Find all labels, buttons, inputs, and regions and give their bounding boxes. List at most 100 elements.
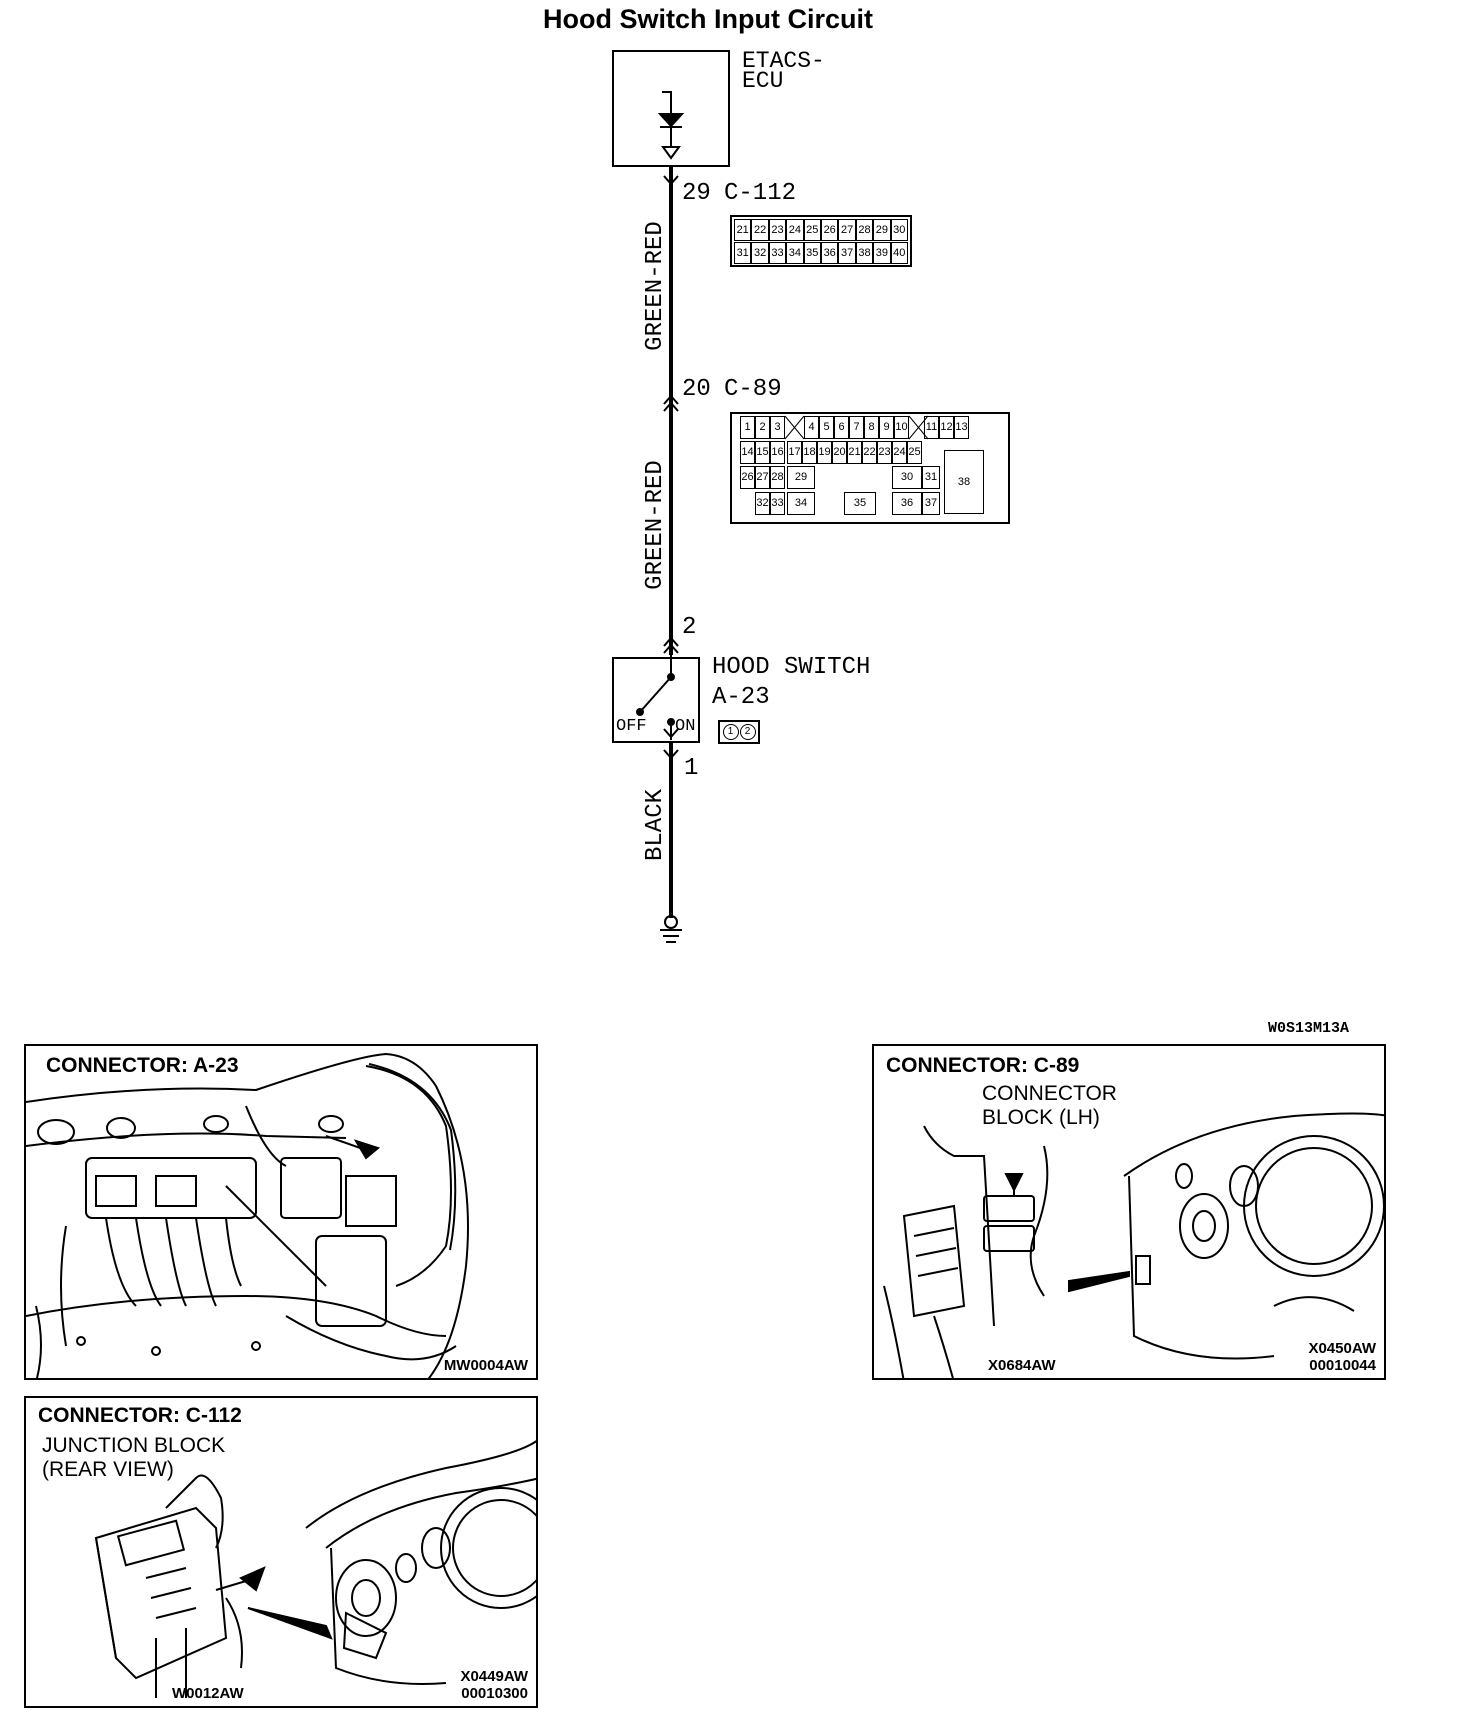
c89-pin: 16 xyxy=(770,441,785,464)
c89-pin: 8 xyxy=(864,416,879,439)
hood-switch-off-label: OFF xyxy=(616,717,647,736)
c112-pin: 40 xyxy=(890,242,908,264)
panel-c89-title: CONNECTOR: C-89 xyxy=(886,1054,1080,1077)
c89-pin: 13 xyxy=(954,416,969,439)
panel-c89-subtitle: CONNECTOR BLOCK (LH) xyxy=(982,1082,1117,1129)
c89-pin: 35 xyxy=(844,492,876,515)
c89-connector-name: C-89 xyxy=(724,376,782,403)
c89-pin: 33 xyxy=(770,492,785,515)
c89-empty-cavity-icon xyxy=(784,415,805,440)
hood-bottom-pin-number: 1 xyxy=(684,755,699,782)
c89-pin: 36 xyxy=(892,492,922,515)
c89-pin: 23 xyxy=(877,441,892,464)
c89-pin: 37 xyxy=(922,492,940,515)
a23-connector-face: 1 2 xyxy=(718,720,760,744)
diagram-title: Hood Switch Input Circuit xyxy=(543,4,873,34)
c112-connector-name: C-112 xyxy=(724,180,797,207)
c112-pin: 28 xyxy=(855,219,874,241)
c89-pin: 28 xyxy=(770,466,785,489)
c112-pin: 25 xyxy=(803,219,821,241)
panel-c89-code-left: X0684AW xyxy=(988,1357,1056,1374)
c89-pin: 7 xyxy=(849,416,864,439)
connector-mark-hood-top xyxy=(663,636,679,654)
connector-mark-c89 xyxy=(663,394,679,412)
c89-pin: 27 xyxy=(755,466,770,489)
panel-connector-c112: CONNECTOR: C-112 JUNCTION BLOCK (REAR VI… xyxy=(24,1396,538,1708)
connector-block-illustration xyxy=(883,1112,1384,1378)
c112-pin: 34 xyxy=(786,242,804,264)
c89-pin: 31 xyxy=(922,466,940,489)
c112-pin: 33 xyxy=(768,242,787,264)
panel-c112-title: CONNECTOR: C-112 xyxy=(38,1404,242,1427)
c112-pin: 26 xyxy=(821,219,839,241)
panel-c112-code-left: W0012AW xyxy=(172,1685,244,1702)
c89-pin: 24 xyxy=(892,441,907,464)
c89-pin: 14 xyxy=(740,441,755,464)
hood-switch-box xyxy=(612,657,700,743)
c89-pin: 17 xyxy=(787,441,802,464)
c89-pin: 11 xyxy=(924,416,939,439)
hood-switch-on-label: ON xyxy=(675,717,696,736)
etacs-ecu-box xyxy=(612,50,730,167)
panel-connector-a23: CONNECTOR: A-23 MW000 xyxy=(24,1044,538,1380)
c89-pin: 25 xyxy=(907,441,922,464)
c89-pin: 22 xyxy=(862,441,877,464)
panel-a23-title: CONNECTOR: A-23 xyxy=(46,1054,239,1077)
c89-pin: 19 xyxy=(817,441,832,464)
c89-pin: 34 xyxy=(787,492,815,515)
a23-pin-2: 2 xyxy=(739,724,756,740)
a23-pin-1: 1 xyxy=(722,724,739,740)
panel-c89-code-right-1: X0450AW xyxy=(1308,1340,1376,1357)
c112-pin: 30 xyxy=(890,219,908,241)
c89-pin: 38 xyxy=(944,450,984,514)
ecu-diode-icon xyxy=(657,91,685,160)
c89-pin: 9 xyxy=(879,416,894,439)
wire-label-3: BLACK xyxy=(642,789,669,862)
panel-c112-code-right-2: 00010300 xyxy=(461,1685,528,1702)
c89-empty-cavity-icon xyxy=(908,415,929,440)
c112-pin: 39 xyxy=(873,242,891,264)
c89-pin: 1 xyxy=(740,416,755,439)
c112-pin: 36 xyxy=(821,242,839,264)
c89-pin: 15 xyxy=(755,441,770,464)
panel-c112-code-right-1: X0449AW xyxy=(460,1668,528,1685)
c112-pin: 32 xyxy=(751,242,769,264)
c89-pin: 4 xyxy=(804,416,819,439)
c112-pin-number: 29 xyxy=(682,180,711,207)
c89-pin: 10 xyxy=(894,416,909,439)
c112-pin: 37 xyxy=(838,242,856,264)
c89-pin: 2 xyxy=(755,416,770,439)
c89-pin: 21 xyxy=(847,441,862,464)
c89-pin: 32 xyxy=(755,492,770,515)
c89-pin: 18 xyxy=(802,441,817,464)
panel-c89-code-right-2: 00010044 xyxy=(1309,1357,1376,1374)
c112-pin: 24 xyxy=(786,219,804,241)
ground-icon xyxy=(660,915,682,943)
junction-block-illustration xyxy=(94,1440,536,1698)
c89-pin-number: 20 xyxy=(682,376,711,403)
c112-pin: 27 xyxy=(838,219,856,241)
c112-pin: 38 xyxy=(855,242,874,264)
hood-switch-connector-name: A-23 xyxy=(712,684,770,711)
circuit-wiring xyxy=(636,91,685,943)
c112-pin: 29 xyxy=(873,219,891,241)
c89-pin: 3 xyxy=(770,416,785,439)
c89-pin: 30 xyxy=(892,466,922,489)
hood-top-pin-number: 2 xyxy=(682,614,697,641)
c112-pin: 35 xyxy=(803,242,821,264)
wire-label-1: GREEN-RED xyxy=(642,221,669,351)
c112-pin: 22 xyxy=(751,219,769,241)
c89-pin: 26 xyxy=(740,466,755,489)
ecu-label-line1: ETACS- xyxy=(742,48,825,74)
c112-pin: 31 xyxy=(734,242,752,264)
c112-pin: 21 xyxy=(734,219,752,241)
engine-bay-illustration xyxy=(26,1052,469,1378)
c89-pin: 12 xyxy=(939,416,954,439)
c89-pin: 29 xyxy=(787,466,815,489)
wire-label-2: GREEN-RED xyxy=(642,460,669,590)
connector-mark-c112 xyxy=(663,175,679,186)
panel-a23-code: MW0004AW xyxy=(443,1357,528,1374)
c89-pin: 6 xyxy=(834,416,849,439)
